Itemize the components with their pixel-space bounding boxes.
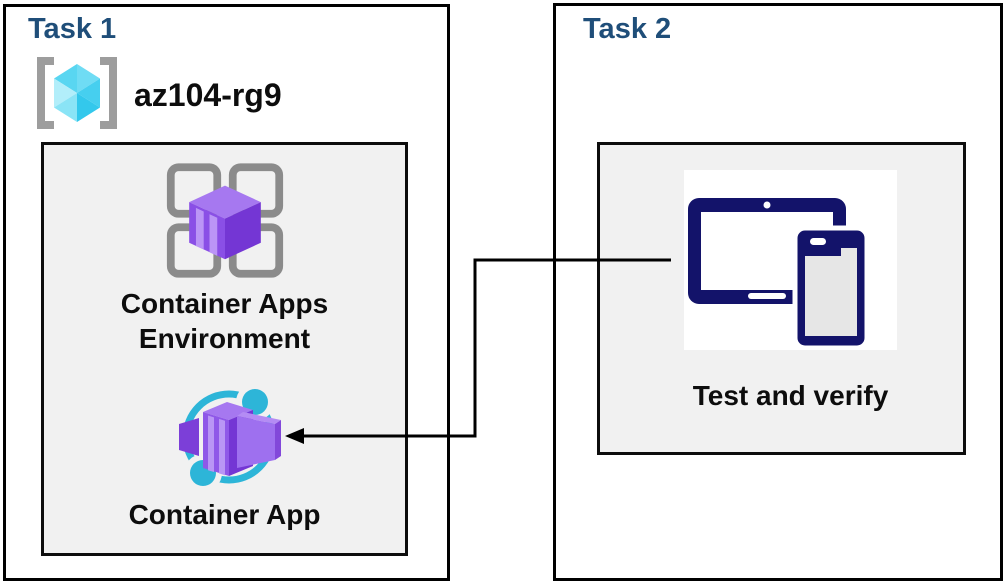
resource-group-icon xyxy=(33,56,121,130)
devices-icon-area xyxy=(684,170,897,350)
container-app-icon xyxy=(177,382,281,490)
resource-group-name: az104-rg9 xyxy=(134,77,282,113)
environment-label-line1: Container Apps xyxy=(120,288,329,319)
test-and-verify-label: Test and verify xyxy=(692,380,889,411)
devices-icon xyxy=(684,170,897,350)
task1-title: Task 1 xyxy=(28,13,117,45)
environment-label: Container Apps Environment xyxy=(51,286,398,356)
task2-title: Task 2 xyxy=(583,13,672,45)
container-app-label: Container App xyxy=(128,499,321,530)
environment-label-line2: Environment xyxy=(138,323,311,354)
container-apps-environment-icon xyxy=(164,160,286,281)
